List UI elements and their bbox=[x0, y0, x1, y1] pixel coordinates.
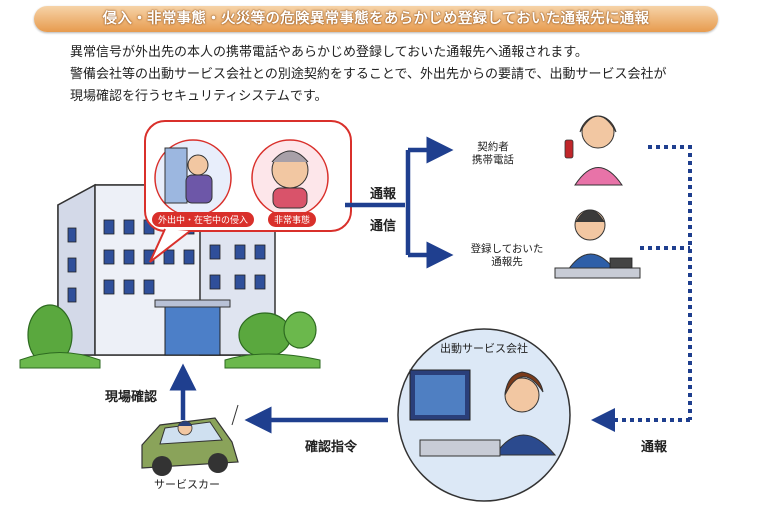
service-car-illustration bbox=[141, 404, 239, 476]
building-illustration bbox=[19, 183, 321, 369]
service-company-illustration bbox=[397, 328, 571, 502]
contractor-label: 契約者 携帯電話 bbox=[461, 141, 525, 167]
registered-label-line-2: 通報先 bbox=[491, 256, 523, 268]
confirm-order-label: 確認指令 bbox=[305, 440, 358, 455]
notify-arrows bbox=[345, 136, 454, 269]
site-check-label: 現場確認 bbox=[105, 390, 158, 405]
intrusion-badge: 外出中・在宅中の侵入 bbox=[152, 212, 255, 227]
communicate-label: 通信 bbox=[370, 219, 397, 234]
page-title: 侵入・非常事態・火災等の危険異常事態をあらかじめ登録しておいた通報先に通報 bbox=[102, 11, 650, 27]
registered-label: 登録しておいた 通報先 bbox=[462, 243, 552, 269]
contractor-label-line-2: 携帯電話 bbox=[472, 154, 514, 166]
contractor-label-line-1: 契約者 bbox=[477, 141, 509, 153]
service-company-label: 出動サービス会社 bbox=[440, 342, 528, 355]
intro-line-3: 現場確認を行うセキュリティシステムです。 bbox=[70, 89, 328, 104]
registered-person bbox=[554, 209, 641, 279]
alarm-bubble bbox=[144, 120, 352, 263]
dotted-return-line bbox=[591, 145, 692, 432]
emergency-badge: 非常事態 bbox=[268, 212, 317, 227]
notify-back-label: 通報 bbox=[641, 440, 668, 455]
contractor-person bbox=[564, 115, 623, 186]
intro-line-1: 異常信号が外出先の本人の携帯電話やあらかじめ登録しておいた通報先へ通報されます。 bbox=[70, 45, 588, 60]
registered-label-line-1: 登録しておいた bbox=[470, 243, 544, 255]
intro-line-2: 警備会社等の出動サービス会社との別途契約をすることで、外出先からの要請で、出動サ… bbox=[70, 67, 667, 82]
notify-label: 通報 bbox=[370, 187, 397, 202]
title-banner bbox=[34, 6, 718, 32]
service-car-label: サービスカー bbox=[154, 478, 220, 491]
